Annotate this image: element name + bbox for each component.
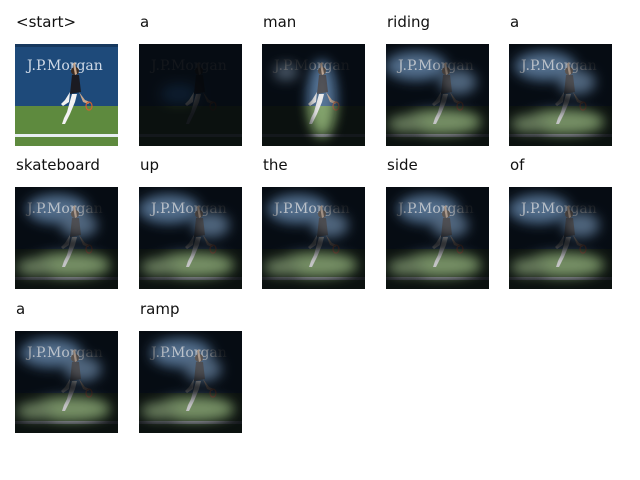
attention-map-image: J.P.Morgan [386, 44, 489, 146]
token-word: skateboard [16, 156, 100, 174]
token-cell: manJ.P.Morgan [262, 0, 366, 146]
token-cell: sideJ.P.Morgan [386, 143, 490, 289]
token-cell: skateboardJ.P.Morgan [15, 143, 119, 289]
court-wall [15, 44, 118, 106]
attention-map-image: J.P.Morgan [139, 187, 242, 289]
attention-map-image: J.P.Morgan [15, 187, 118, 289]
attention-map-image: J.P.Morgan [139, 331, 242, 433]
tennis-player [61, 62, 93, 124]
token-word: of [510, 156, 525, 174]
token-word: man [263, 13, 297, 31]
token-cell: upJ.P.Morgan [139, 143, 243, 289]
attention-map-image: J.P.Morgan [15, 331, 118, 433]
token-word: the [263, 156, 288, 174]
attention-map-image: J.P.Morgan [262, 44, 365, 146]
attention-map-image: J.P.Morgan [509, 44, 612, 146]
token-cell: <start> J.P.Morgan [15, 0, 119, 146]
token-word: a [16, 300, 26, 318]
original-image: J.P.Morgan [15, 44, 118, 146]
attention-map-image: J.P.Morgan [509, 187, 612, 289]
attention-overlay [139, 44, 242, 146]
token-word: side [387, 156, 418, 174]
token-cell: aJ.P.Morgan [509, 0, 613, 146]
attention-map-image: J.P.Morgan [386, 187, 489, 289]
sponsor-banner: J.P.Morgan [25, 58, 103, 74]
token-word: riding [387, 13, 431, 31]
attention-map-image: J.P.Morgan [262, 187, 365, 289]
token-cell: theJ.P.Morgan [262, 143, 366, 289]
token-cell: rampJ.P.Morgan [139, 287, 243, 433]
token-cell: ofJ.P.Morgan [509, 143, 613, 289]
token-word: a [140, 13, 150, 31]
token-word: a [510, 13, 520, 31]
token-word: <start> [16, 13, 77, 31]
grass-court [15, 106, 118, 146]
token-word: up [140, 156, 160, 174]
token-cell: aJ.P.Morgan [139, 0, 243, 146]
attention-map-image: J.P.Morgan [139, 44, 242, 146]
token-cell: ridingJ.P.Morgan [386, 0, 490, 146]
token-cell: aJ.P.Morgan [15, 287, 119, 433]
baseline [15, 134, 118, 137]
token-word: ramp [140, 300, 180, 318]
